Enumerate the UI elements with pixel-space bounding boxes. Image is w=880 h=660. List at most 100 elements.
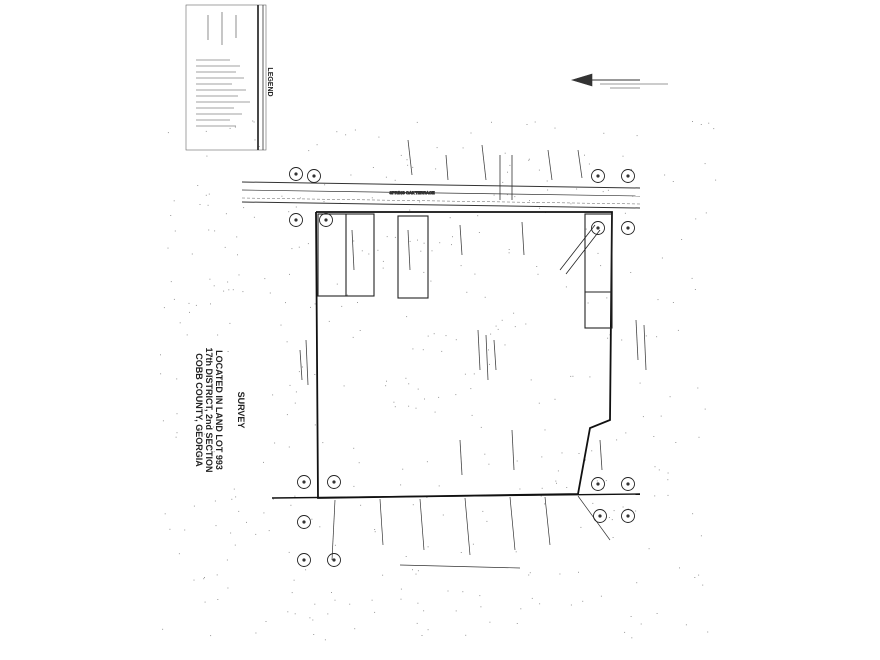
noise-speck <box>636 135 638 137</box>
survey-marker-circle <box>327 475 341 489</box>
noise-speck <box>482 510 484 512</box>
noise-speck <box>621 339 623 341</box>
noise-speck <box>528 158 530 160</box>
noise-speck <box>415 407 417 409</box>
noise-speck <box>385 176 387 178</box>
noise-speck <box>327 613 329 615</box>
interior-lots <box>317 213 613 329</box>
survey-marker-circle <box>621 477 635 491</box>
noise-speck <box>471 414 473 416</box>
noise-speck <box>179 322 181 324</box>
noise-speck <box>176 432 178 434</box>
noise-speck <box>484 453 486 455</box>
noise-speck <box>206 155 208 157</box>
noise-speck <box>474 273 476 275</box>
noise-speck <box>664 174 666 176</box>
noise-speck <box>409 240 411 242</box>
noise-speck <box>423 271 425 273</box>
noise-speck <box>253 216 255 218</box>
noise-speck <box>648 548 650 550</box>
noise-speck <box>162 420 164 422</box>
noise-speck <box>227 281 229 283</box>
noise-speck <box>589 376 591 378</box>
noise-speck <box>285 302 286 304</box>
noise-speck <box>227 587 229 589</box>
noise-speck <box>635 510 637 512</box>
noise-speck <box>323 201 325 203</box>
noise-speck <box>529 200 530 202</box>
noise-speck <box>645 335 647 337</box>
noise-speck <box>223 290 225 292</box>
noise-speck <box>631 637 633 639</box>
noise-speck <box>408 383 410 385</box>
noise-speck <box>572 375 574 377</box>
noise-speck <box>427 546 429 548</box>
noise-speck <box>416 622 418 624</box>
noise-speck <box>585 228 587 230</box>
survey-marker-circle <box>327 553 341 567</box>
noise-speck <box>295 206 297 208</box>
location-line-1: LOCATED IN LAND LOT 993 <box>214 350 224 470</box>
noise-speck <box>217 355 219 357</box>
noise-speck <box>624 212 626 214</box>
noise-speck <box>220 378 221 380</box>
noise-speck <box>288 446 290 448</box>
noise-speck <box>700 535 702 537</box>
noise-speck <box>280 324 282 326</box>
noise-speck <box>214 230 216 232</box>
noise-speck <box>495 325 497 327</box>
noise-speck <box>566 487 568 488</box>
noise-speck <box>313 634 315 635</box>
noise-speck <box>191 253 193 255</box>
noise-speck <box>452 236 453 238</box>
survey-marker-dot <box>302 480 306 484</box>
noise-speck <box>514 326 516 328</box>
noise-speck <box>592 502 594 504</box>
noise-speck <box>209 278 211 280</box>
noise-speck <box>359 330 361 331</box>
noise-speck <box>314 303 316 305</box>
noise-speck <box>353 447 355 449</box>
noise-speck <box>409 209 411 211</box>
noise-speck <box>334 544 336 546</box>
noise-speck <box>434 411 436 413</box>
noise-speck <box>520 608 522 610</box>
noise-speck <box>305 569 307 571</box>
noise-speck <box>478 232 480 233</box>
noise-speck <box>334 599 336 601</box>
survey-marker-circle <box>621 169 635 183</box>
noise-speck <box>170 281 172 283</box>
noise-speck <box>374 531 376 533</box>
noise-speck <box>439 242 441 244</box>
survey-marker-circle <box>591 169 605 183</box>
noise-speck <box>685 624 687 626</box>
noise-speck <box>578 453 580 454</box>
noise-speck <box>426 461 428 463</box>
noise-speck <box>400 154 402 156</box>
noise-speck <box>162 628 164 630</box>
noise-speck <box>164 513 166 515</box>
noise-speck <box>441 350 443 352</box>
noise-speck <box>470 132 472 134</box>
noise-speck <box>167 132 169 134</box>
noise-speck <box>217 599 219 600</box>
noise-speck <box>350 174 352 176</box>
noise-speck <box>314 603 316 605</box>
noise-speck <box>540 495 542 497</box>
noise-speck <box>516 460 518 462</box>
noise-speck <box>217 334 219 336</box>
noise-speck <box>596 480 598 482</box>
noise-speck <box>491 121 492 123</box>
noise-speck <box>639 382 641 384</box>
noise-speck <box>308 150 310 152</box>
survey-marker-dot <box>596 482 600 486</box>
noise-speck <box>252 120 254 122</box>
noise-speck <box>416 121 418 123</box>
noise-speck <box>371 197 373 199</box>
noise-speck <box>372 167 374 168</box>
noise-speck <box>160 354 161 356</box>
noise-speck <box>591 450 593 452</box>
noise-speck <box>515 551 517 553</box>
noise-speck <box>382 267 384 269</box>
noise-speck <box>630 168 632 170</box>
